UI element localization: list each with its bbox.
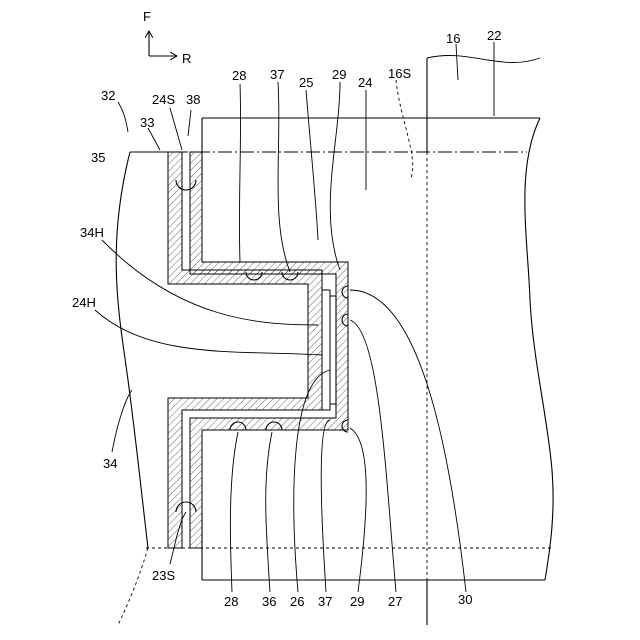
label-29-top: 29 bbox=[332, 67, 346, 82]
component-24-body bbox=[202, 55, 553, 580]
label-29-bottom: 29 bbox=[350, 594, 364, 609]
label-16s: 16S bbox=[388, 66, 411, 81]
label-36: 36 bbox=[262, 594, 276, 609]
label-37-bottom: 37 bbox=[318, 594, 332, 609]
component-34-body bbox=[116, 152, 168, 625]
label-32: 32 bbox=[101, 88, 115, 103]
label-24s: 24S bbox=[152, 92, 175, 107]
direction-indicator: F R bbox=[143, 9, 191, 66]
label-24h: 24H bbox=[72, 295, 96, 310]
leader-lines bbox=[95, 42, 494, 592]
label-34: 34 bbox=[103, 456, 117, 471]
label-38: 38 bbox=[186, 92, 200, 107]
label-35: 35 bbox=[91, 150, 105, 165]
label-27: 27 bbox=[388, 594, 402, 609]
label-33: 33 bbox=[140, 115, 154, 130]
label-37-top: 37 bbox=[270, 67, 284, 82]
label-28-bottom: 28 bbox=[224, 594, 238, 609]
label-16: 16 bbox=[446, 31, 460, 46]
label-30: 30 bbox=[458, 592, 472, 607]
element-27 bbox=[322, 290, 336, 410]
label-28-top: 28 bbox=[232, 68, 246, 83]
forward-axis-label: F bbox=[143, 9, 151, 24]
label-25: 25 bbox=[299, 75, 313, 90]
label-34h: 34H bbox=[80, 225, 104, 240]
label-26: 26 bbox=[290, 594, 304, 609]
reference-labels: 16 22 32 33 24S 38 28 37 25 29 24 16S 35… bbox=[72, 28, 501, 609]
label-24: 24 bbox=[358, 75, 372, 90]
radial-axis-label: R bbox=[182, 51, 191, 66]
label-22: 22 bbox=[487, 28, 501, 43]
label-23s: 23S bbox=[152, 568, 175, 583]
